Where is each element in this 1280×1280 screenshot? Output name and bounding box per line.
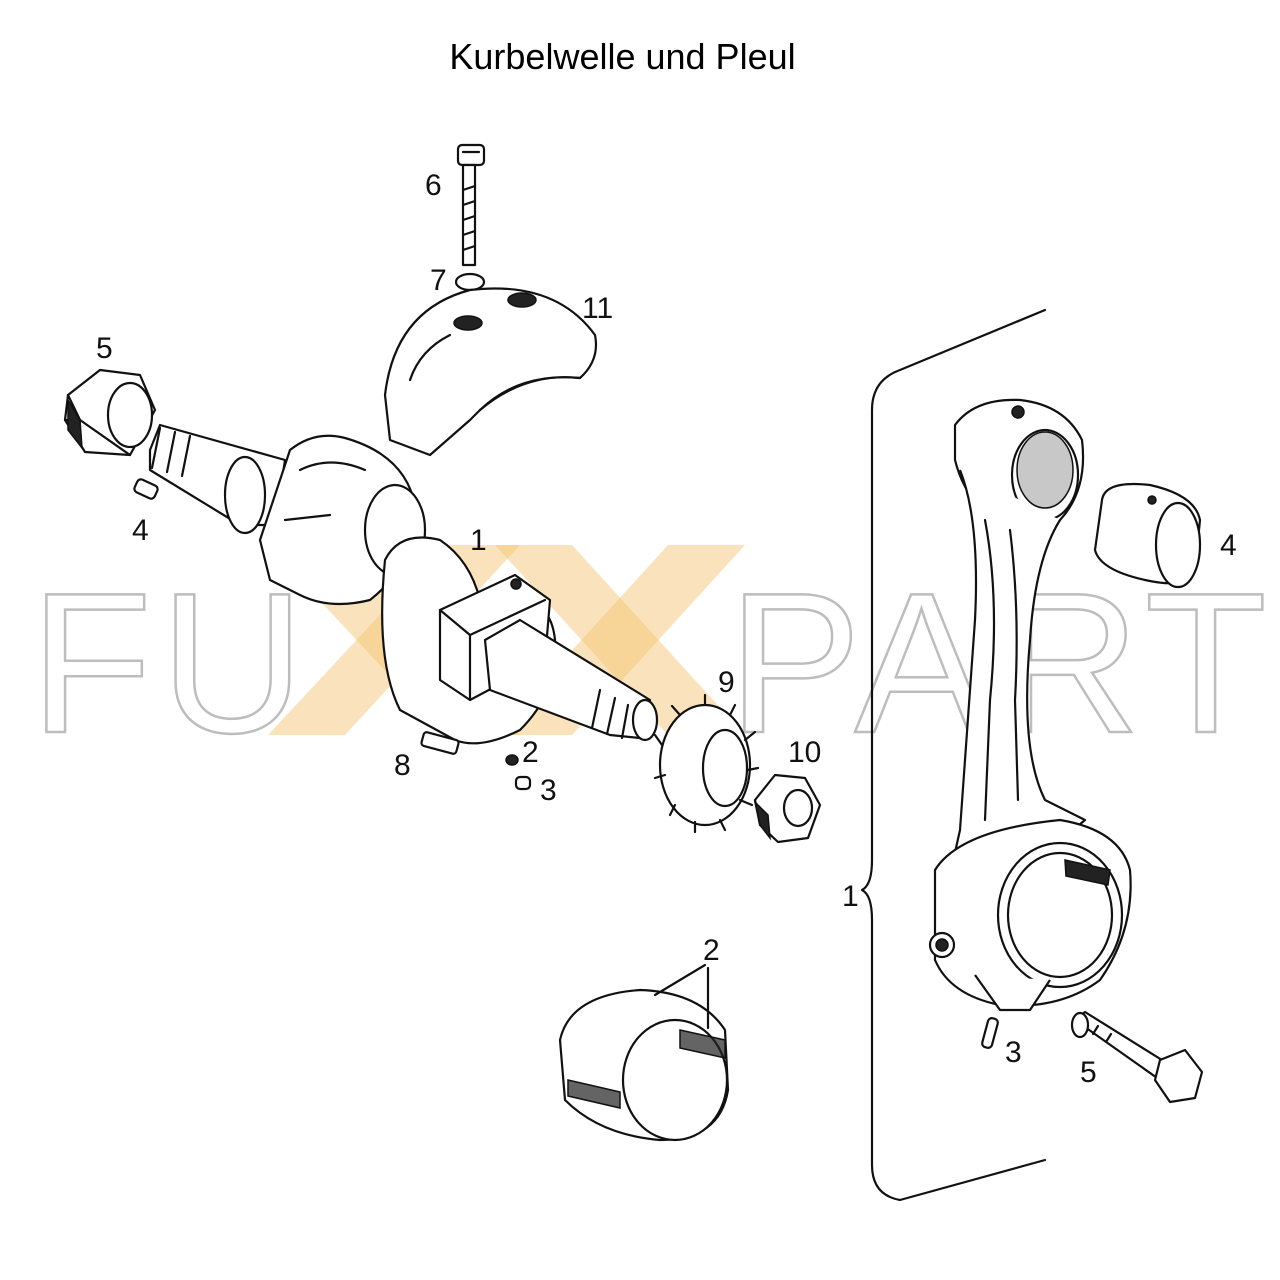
- label-crank-11: 11: [582, 292, 613, 325]
- part-1-crankshaft: [148, 423, 659, 745]
- part-3-rod-pin: [981, 1017, 999, 1049]
- part-10-nut: [753, 773, 822, 844]
- label-crank-8: 8: [394, 749, 411, 782]
- part-2-pin: [505, 754, 519, 766]
- label-rod-4: 4: [1220, 529, 1237, 562]
- label-crank-2: 2: [522, 736, 539, 769]
- part-5-rod-bolt: [1070, 1010, 1204, 1104]
- label-crank-10: 10: [788, 736, 821, 769]
- part-4-bushing: [1093, 482, 1202, 589]
- watermark-x2-a: [495, 545, 745, 735]
- label-rod-2: 2: [703, 934, 720, 967]
- label-rod-5: 5: [1080, 1056, 1097, 1089]
- label-crank-4: 4: [132, 514, 149, 547]
- label-rod-3: 3: [1005, 1036, 1022, 1069]
- label-rod-1: 1: [842, 880, 859, 913]
- label-crank-6: 6: [425, 169, 442, 202]
- part-2-bearing-shell: [558, 963, 730, 1142]
- part-8-key: [420, 731, 460, 755]
- label-crank-1: 1: [470, 524, 487, 557]
- label-crank-7: 7: [430, 264, 447, 297]
- part-5-hex-nut: [63, 368, 157, 457]
- part-4-key: [133, 478, 159, 500]
- crankshaft-assembly: 6 7 11 5 4 1 9 10 8 2 3: [63, 143, 822, 844]
- part-7-washer: [454, 272, 486, 292]
- watermark-left-text: FU: [30, 552, 313, 775]
- part-6-bolt: [456, 143, 486, 267]
- label-crank-9: 9: [718, 666, 735, 699]
- part-3-pin: [514, 775, 532, 791]
- label-crank-3: 3: [540, 774, 557, 807]
- part-9-gear: [653, 693, 760, 834]
- connecting-rod-assembly: 1 2 3 4 5: [558, 308, 1237, 1202]
- watermark: FU PARTS: [29, 545, 1280, 776]
- part-1-connecting-rod: [928, 398, 1132, 1012]
- assembly-brace: [860, 308, 1047, 1202]
- page-title: Kurbelwelle und Pleul: [449, 36, 796, 77]
- part-11-bearing-cap: [383, 287, 598, 457]
- label-crank-5: 5: [96, 332, 113, 365]
